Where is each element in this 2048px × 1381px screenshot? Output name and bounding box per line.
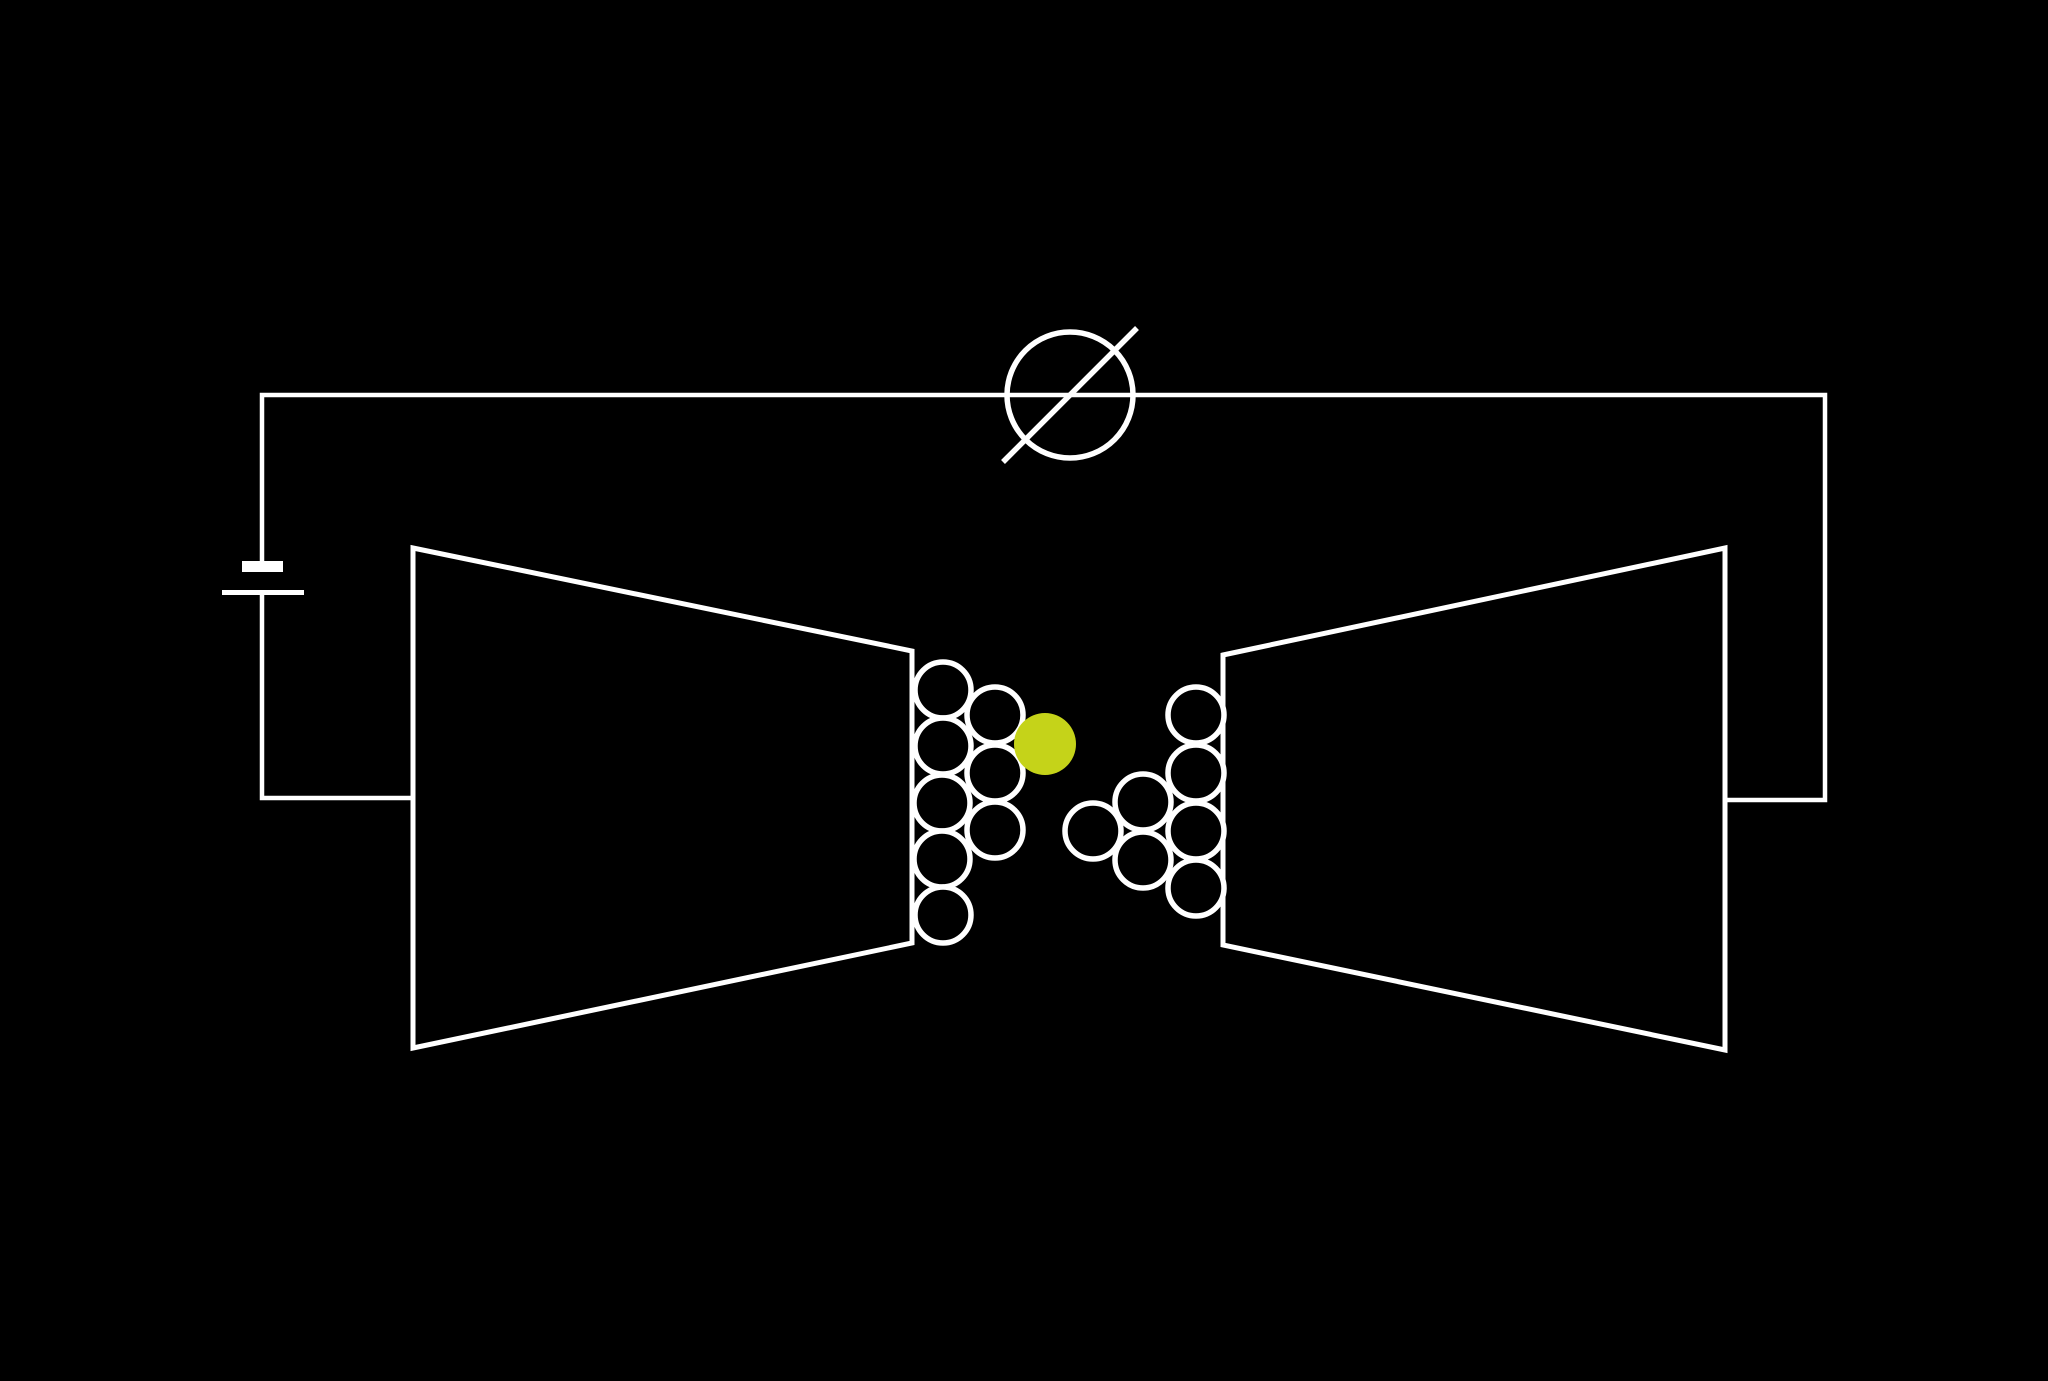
battery-negative-plate (242, 561, 283, 572)
right-electrode-atom (1165, 800, 1227, 862)
right-electrode-atom (1062, 800, 1124, 862)
battery-positive-plate (222, 590, 304, 595)
right-electrode-atom (1165, 684, 1227, 746)
right-electrode-atom (1112, 771, 1174, 833)
left-electrode-atom (911, 828, 973, 890)
right-electrode (1220, 544, 1728, 1054)
left-electrode-atom (964, 799, 1026, 861)
left-electrode-atom (964, 684, 1026, 746)
right-electrode-atom (1165, 857, 1227, 919)
circuit-wire-main-loop (259, 392, 1828, 803)
left-electrode (410, 544, 915, 1052)
right-electrode-atom (1165, 742, 1227, 804)
left-electrode-atom (911, 772, 973, 834)
meter-needle (1001, 326, 1139, 464)
left-electrode-atom (912, 659, 974, 721)
right-electrode-atom (1112, 829, 1174, 891)
current-meter-icon (1004, 329, 1136, 461)
left-electrode-atom (912, 884, 974, 946)
circuit-wire-battery-branch (259, 594, 411, 801)
left-electrode-atom (912, 715, 974, 777)
left-electrode-atom (964, 742, 1026, 804)
molecule (1014, 713, 1076, 775)
